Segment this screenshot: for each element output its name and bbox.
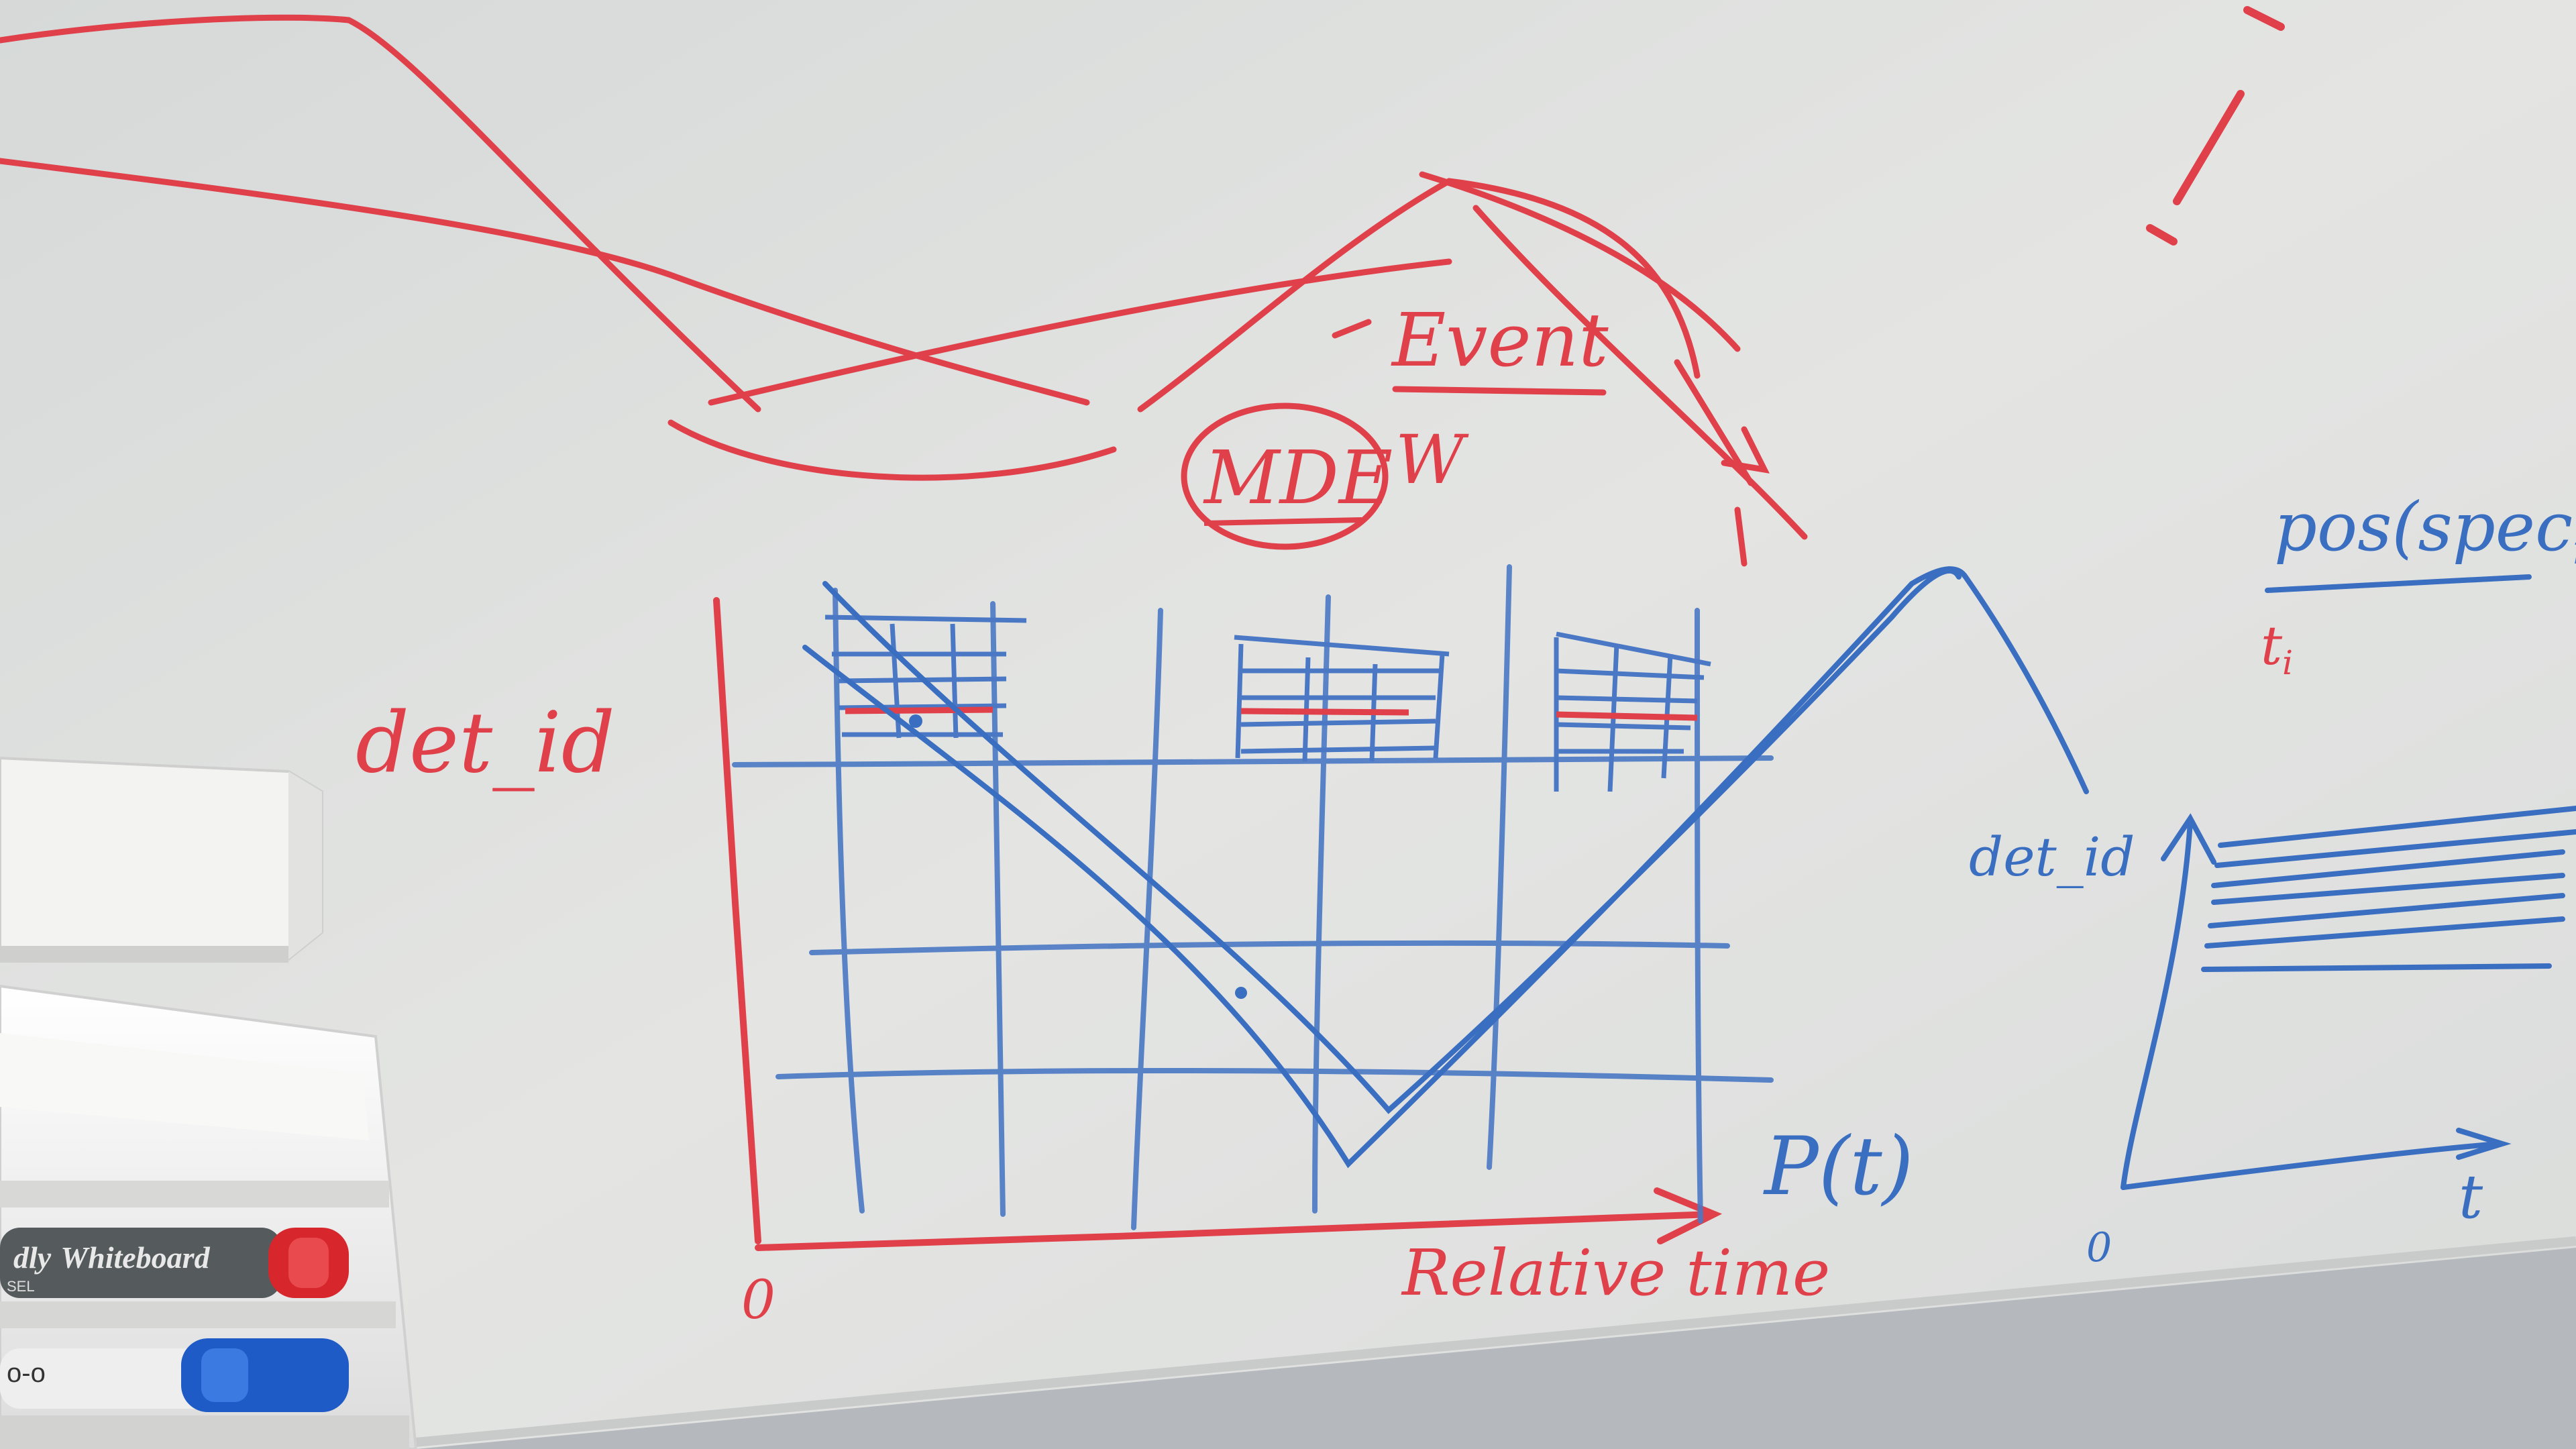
- v-curve: [802, 566, 2089, 1169]
- marker-tray: [0, 984, 418, 1449]
- svg-text:pos(speci): pos(speci): [2274, 488, 2576, 574]
- curve-point-middle: [1235, 987, 1247, 999]
- event-label: Event: [1391, 297, 1609, 383]
- eraser[interactable]: [0, 756, 323, 963]
- svg-text:MDE: MDE: [1203, 435, 1393, 521]
- relative-time-axis-label: Relative time: [1401, 1236, 1830, 1310]
- origin-left-label: 0: [741, 1269, 775, 1331]
- detector-tables: [824, 614, 1711, 792]
- p-t-label: P(t): [1763, 1120, 1914, 1214]
- curve-point-top: [909, 714, 922, 728]
- exclamation-mark: [2146, 6, 2285, 246]
- red-top-curves: [0, 14, 1808, 567]
- svg-text:W: W: [1395, 421, 1469, 499]
- svg-text:o-o: o-o: [7, 1358, 46, 1388]
- det-id-axis-label: det_id: [356, 694, 615, 792]
- origin-right-label: 0: [2086, 1224, 2112, 1271]
- svg-text:SEL: SEL: [7, 1278, 35, 1295]
- t-axis-label: t: [2459, 1162, 2483, 1232]
- mdew-annotation: MDE W: [1181, 402, 1469, 550]
- det-id-blue-label: det_id: [1969, 826, 2135, 888]
- svg-text:ti: ti: [2261, 614, 2293, 682]
- blue-marker[interactable]: o-o: [0, 1338, 349, 1412]
- pos-spec-fraction: pos(speci) ti: [2261, 488, 2576, 682]
- right-chart: [2121, 574, 2576, 1190]
- main-chart-axes: [713, 597, 1723, 1251]
